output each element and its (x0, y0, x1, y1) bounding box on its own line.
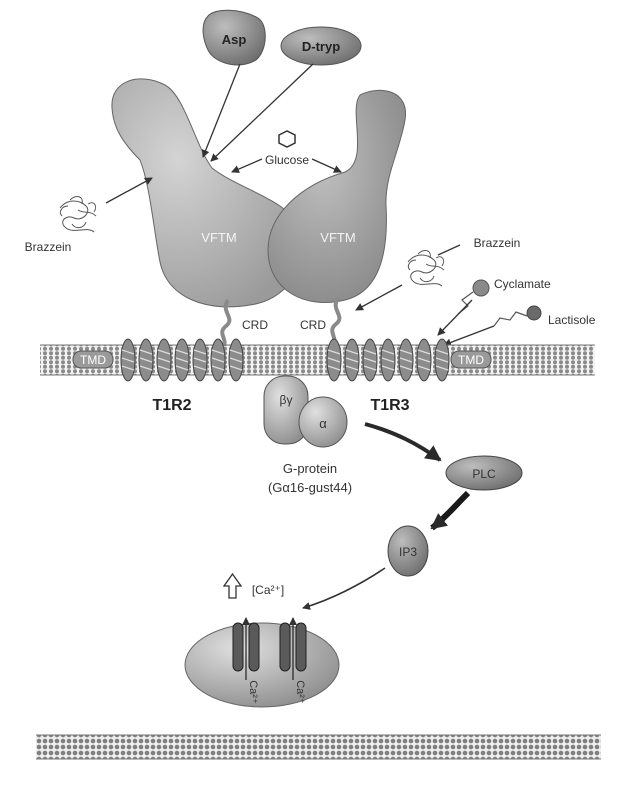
dtryp-ligand: D-tryp (280, 26, 362, 66)
ip3-receptor-channel-left (232, 617, 260, 680)
ip3-to-channel-arrow (302, 567, 386, 610)
brazzein-left-arrow (105, 177, 153, 204)
gprotein-to-plc-arrow (364, 422, 442, 462)
alpha-label: α (319, 416, 327, 431)
ip3-receptor-channel-right (279, 617, 307, 680)
calcium-level-label: [Ca²⁺] (252, 583, 284, 597)
asp-label: Asp (222, 32, 247, 47)
t1r2-tmd-helix-stripes (121, 349, 243, 371)
crd-left-label: CRD (242, 318, 268, 332)
t1r3-tmd-helix-stripes (327, 349, 449, 371)
cyclamate-arrow (437, 299, 473, 336)
tmd-right-box: TMD (450, 350, 492, 369)
glucose-icon (278, 130, 296, 148)
t1r2-label: T1R2 (152, 397, 191, 414)
ip3-messenger: IP3 (387, 525, 429, 577)
brazzein-right-label: Brazzein (474, 236, 521, 250)
vftm-right-label: VFTM (320, 230, 355, 245)
lactisole-label: Lactisole (548, 313, 596, 327)
g-protein: βγ α (263, 375, 348, 448)
t1r3-vftm-domain (267, 89, 406, 304)
glucose-label: Glucose (265, 153, 309, 167)
brazzein-right-leader (437, 244, 461, 256)
brazzein-left-icon (59, 196, 97, 233)
plc-enzyme: PLC (445, 455, 523, 491)
tmd-left-box: TMD (72, 350, 114, 369)
g-protein-label: G-protein (283, 461, 337, 476)
vftm-left-label: VFTM (201, 230, 236, 245)
ip3-label: IP3 (399, 545, 417, 559)
lactisole-icon (493, 305, 542, 327)
endoplasmic-reticulum (184, 622, 340, 708)
plc-to-ip3-arrow (430, 490, 471, 531)
beta-gamma-label: βγ (280, 393, 293, 407)
brazzein-right-icon (407, 250, 445, 287)
plc-label: PLC (472, 467, 496, 481)
calcium-increase-icon (222, 572, 243, 599)
channel-left-ion-label: Ca²⁺ (247, 680, 259, 704)
g-protein-sublabel: (Gα16-gust44) (268, 480, 352, 495)
brazzein-right-arrow (355, 284, 403, 311)
asp-arrow (201, 63, 241, 158)
lactisole-arrow (443, 325, 495, 347)
dtryp-arrow (210, 63, 314, 162)
bottom-membrane (36, 734, 601, 760)
tmd-right-label: TMD (458, 353, 484, 367)
asp-ligand: Asp (202, 9, 266, 66)
cyclamate-label: Cyclamate (494, 277, 551, 291)
t1r2-crd-linker (220, 298, 232, 350)
crd-right-label: CRD (300, 318, 326, 332)
dtryp-label: D-tryp (302, 39, 340, 54)
brazzein-left-label: Brazzein (25, 240, 72, 254)
glucose-arrow-left (231, 158, 263, 173)
t1r3-label: T1R3 (370, 397, 409, 414)
tmd-left-label: TMD (80, 353, 106, 367)
channel-right-ion-label: Ca²⁺ (294, 680, 306, 704)
glucose-arrow-right (311, 158, 342, 173)
